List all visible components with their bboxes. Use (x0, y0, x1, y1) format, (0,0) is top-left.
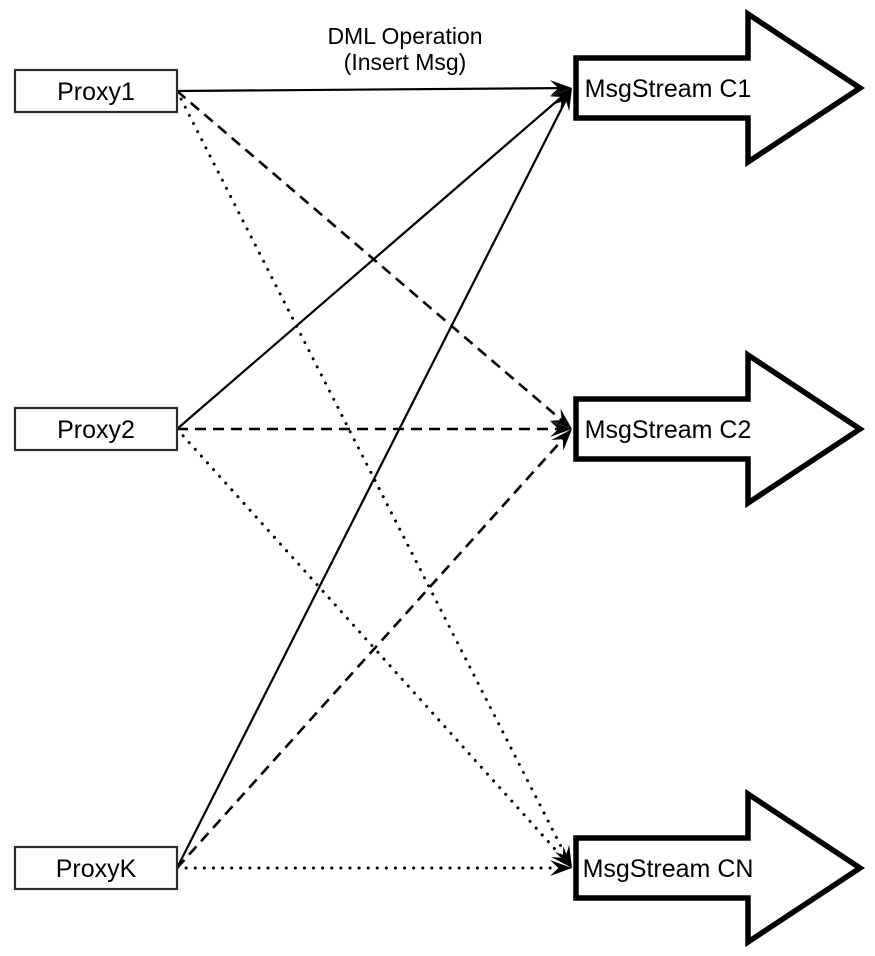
arrowhead-pk-c2 (551, 429, 572, 451)
stream-arrow-shape (573, 788, 865, 948)
arrowhead-pk-cn (550, 860, 572, 876)
proxy-box-shape (13, 845, 179, 891)
proxy-proxyk[interactable]: ProxyK (13, 845, 179, 891)
edge-pk-c2 (176, 437, 565, 869)
proxy-box-shape (13, 68, 179, 114)
edge-p1-cn (175, 89, 568, 858)
arrowhead-p1-c2 (550, 408, 572, 429)
proxy-proxy1[interactable]: Proxy1 (13, 68, 179, 114)
edge-p2-c1 (176, 95, 563, 430)
streams-layer: MsgStream C1 MsgStream C2 MsgStream CN (573, 8, 865, 948)
edge-label-line2: (Insert Msg) (344, 49, 467, 75)
edges-layer (175, 86, 568, 870)
edge-p2-cn (175, 427, 565, 860)
proxy-label: Proxy2 (57, 416, 135, 444)
edge-p1-c2 (176, 90, 563, 422)
arrowheads-layer (549, 80, 572, 876)
edge-p1-c1 (176, 86, 560, 93)
stream-stream_c2[interactable]: MsgStream C2 (573, 349, 865, 509)
edge-label-dml-operation: DML Operation (Insert Msg) (327, 23, 482, 75)
arrowhead-pk-c1 (554, 88, 572, 112)
edge-pk-c1 (176, 99, 568, 869)
stream-label: MsgStream CN (583, 855, 754, 883)
arrowhead-p2-c2 (550, 421, 572, 437)
stream-arrow-shape (573, 8, 865, 168)
arrowhead-p1-c1 (549, 80, 572, 97)
proxy-proxy2[interactable]: Proxy2 (13, 406, 179, 452)
edge-label-line1: DML Operation (327, 23, 482, 49)
stream-stream_cn[interactable]: MsgStream CN (573, 788, 865, 948)
stream-label: MsgStream C1 (585, 75, 752, 103)
proxy-label: Proxy1 (57, 78, 135, 106)
arrowhead-p2-cn (551, 846, 572, 868)
proxy-box-shape (13, 406, 179, 452)
stream-arrow-shape (573, 349, 865, 509)
stream-label: MsgStream C2 (585, 416, 752, 444)
arrowhead-p2-c1 (550, 88, 572, 109)
stream-stream_c1[interactable]: MsgStream C1 (573, 8, 865, 168)
proxy-label: ProxyK (56, 855, 137, 883)
